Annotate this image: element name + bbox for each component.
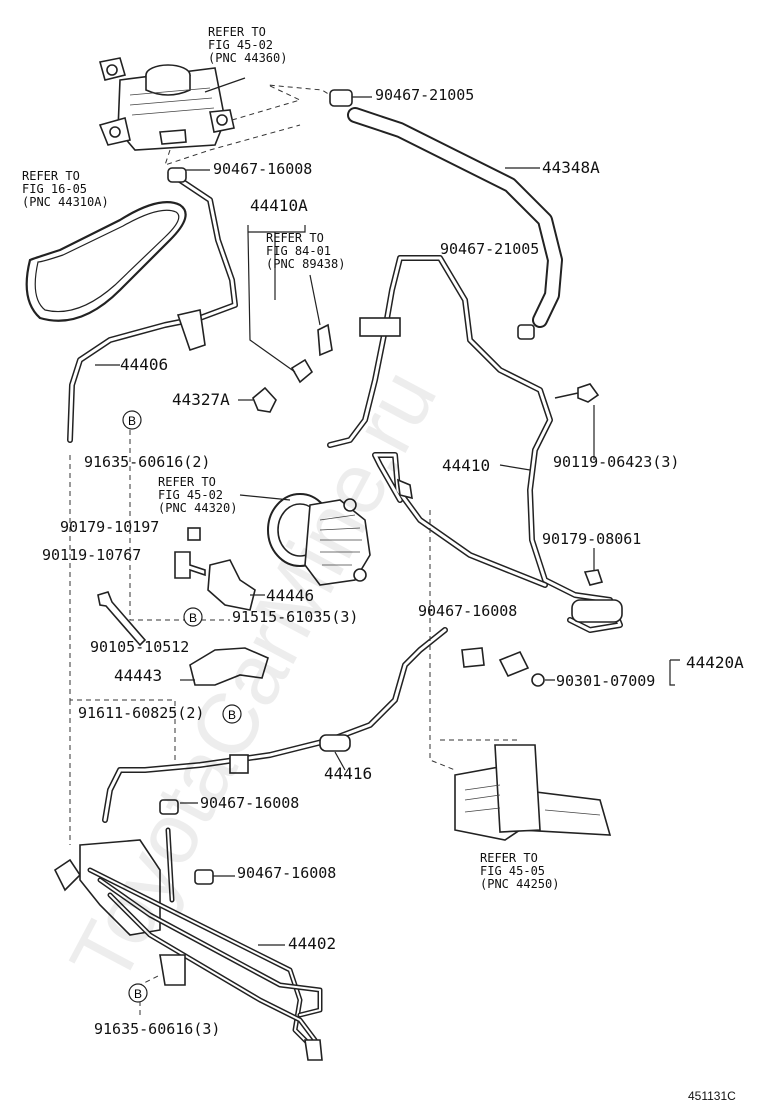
hose-44348a [329, 89, 563, 340]
clip-44327a [252, 386, 277, 413]
svg-text:B: B [134, 987, 142, 1001]
bolt-90105-10512 [97, 591, 147, 647]
part-label-91635-60616-3: 91635-60616(3) [94, 1020, 221, 1038]
part-label-44416: 44416 [324, 764, 373, 783]
part-label-90119-06423: 90119-06423(3) [553, 453, 680, 471]
bracket-44410 [359, 317, 401, 337]
part-label-44406: 44406 [120, 355, 169, 374]
bolt-90119-10767 [174, 551, 206, 579]
part-label-90467-16008-mid: 90467-16008 [418, 602, 518, 620]
dashed-guide-left [69, 430, 230, 1015]
svg-text:B: B [128, 414, 136, 428]
ref-label-45-02-top: REFER TO FIG 45-02 (PNC 44360) [208, 25, 288, 66]
hose-44410 [327, 255, 623, 633]
clamp-44416 [229, 754, 249, 774]
ref-label-84-01: REFER TO FIG 84-01 (PNC 89438) [266, 231, 346, 272]
svg-text:B: B [228, 708, 236, 722]
part-label-90467-16008-top: 90467-16008 [213, 160, 313, 178]
oil-cooler-44402 [53, 799, 323, 1061]
sleeve-44416 [319, 734, 351, 752]
bracket-44410a [247, 225, 306, 373]
bracket-44446 [207, 559, 256, 611]
dashed-guide-gear [429, 510, 520, 771]
part-label-90179-10197: 90179-10197 [60, 518, 160, 536]
dashed-guide-reservoir [231, 84, 339, 121]
union-44420a [461, 647, 545, 687]
b-marker-4: B [128, 983, 148, 1003]
svg-text:B: B [189, 611, 197, 625]
leader-44416 [334, 751, 346, 771]
part-label-91515-61035: 91515-61035(3) [232, 608, 359, 626]
nut-90179-08061 [583, 569, 604, 586]
hose-clamp-top [329, 89, 353, 107]
part-label-44348a: 44348A [542, 158, 600, 177]
steering-gear [454, 744, 612, 841]
part-label-90467-21005-top: 90467-21005 [375, 86, 475, 104]
b-marker-2: B [183, 607, 203, 627]
ref-label-45-02-mid: REFER TO FIG 45-02 (PNC 44320) [158, 475, 238, 516]
bracket-44420a [545, 659, 680, 686]
hose-44406 [67, 167, 238, 443]
b-marker-1: B [122, 410, 142, 430]
b-marker-3: B [222, 704, 242, 724]
hose-clamp-low1 [159, 799, 179, 815]
bracket-44443 [189, 647, 269, 686]
nut-90179-10197 [187, 527, 201, 541]
part-label-90179-08061: 90179-08061 [542, 530, 642, 548]
figure-code: 451131C [688, 1089, 736, 1103]
leader-44410 [499, 464, 531, 471]
leader-ref-45-02-mid [239, 494, 291, 501]
bolt-90119-06423 [554, 383, 600, 403]
part-label-90467-16008-low2: 90467-16008 [237, 864, 337, 882]
ref-leader-top [204, 77, 246, 93]
part-label-44327a: 44327A [172, 390, 230, 409]
fitting-44410 [571, 599, 623, 623]
part-label-90105-10512: 90105-10512 [90, 638, 190, 656]
part-label-90119-10767: 90119-10767 [42, 546, 142, 564]
part-label-44420a: 44420A [686, 653, 744, 672]
ref-label-16-05: REFER TO FIG 16-05 (PNC 44310A) [22, 169, 109, 210]
part-label-91635-60616-2: 91635-60616(2) [84, 453, 211, 471]
watermark: ToyotaCarMine.ru [52, 355, 455, 999]
part-label-90467-16008-low1: 90467-16008 [200, 794, 300, 812]
hose-44416 [102, 627, 448, 823]
part-label-44410: 44410 [442, 456, 491, 475]
hose-clamp-low2 [194, 869, 214, 885]
part-label-44410a: 44410A [250, 196, 308, 215]
part-label-44446: 44446 [266, 586, 315, 605]
part-label-90467-21005-mid: 90467-21005 [440, 240, 540, 258]
part-label-90301-07009: 90301-07009 [556, 672, 656, 690]
power-steering-pump [267, 493, 371, 586]
part-label-91611-60825: 91611-60825(2) [78, 704, 205, 722]
hose-clamp-44406 [167, 167, 187, 183]
fitting-44410a [290, 323, 333, 384]
hose-clamp-mid [517, 324, 535, 340]
leader-84-01 [309, 274, 321, 326]
v-belt [25, 201, 187, 322]
part-label-44402: 44402 [288, 934, 337, 953]
part-label-44443: 44443 [114, 666, 163, 685]
reservoir-tank [98, 57, 235, 151]
ref-label-45-05: REFER TO FIG 45-05 (PNC 44250) [480, 851, 560, 892]
dashed-guide-reservoir-2 [164, 124, 301, 166]
